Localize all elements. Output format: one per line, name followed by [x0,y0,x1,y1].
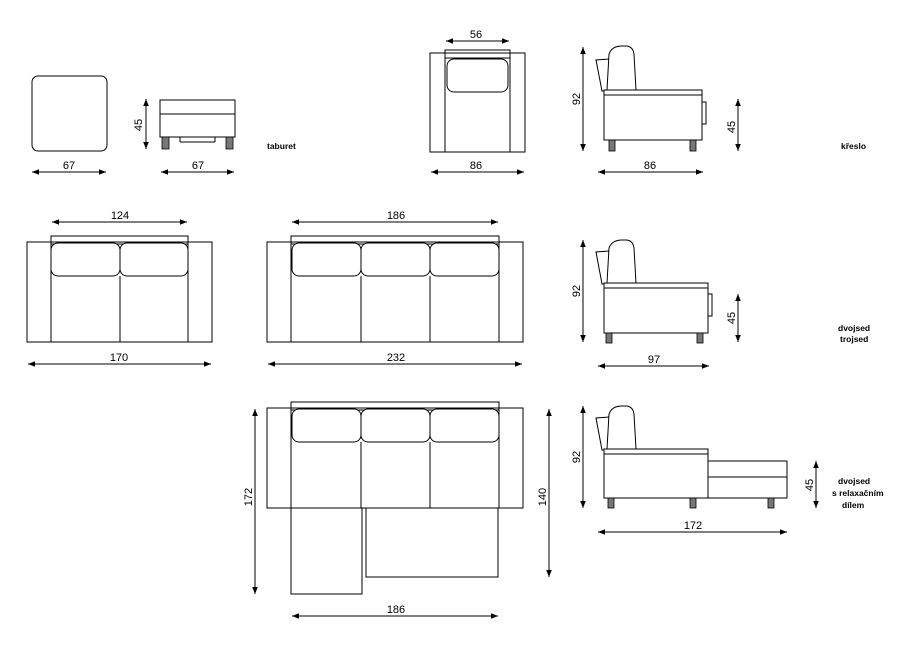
dim-kreslo-depth: 86 [644,160,656,172]
dim-trojsed-width: 232 [387,352,405,364]
dvojsed-front-view: 124 170 [26,210,213,367]
dim-taburet-height: 45 [133,119,145,131]
dim-taburet-top-width: 67 [63,160,75,172]
label-trojsed: trojsed [840,334,868,344]
dim-kreslo-height: 92 [571,93,583,105]
dim-kreslo-seat: 56 [470,29,482,41]
label-kreslo: křeslo [841,141,866,151]
dim-sofa-height: 92 [571,285,583,297]
sofa-side-view: 92 45 97 [571,239,741,369]
label-relax-line2: s relaxačním [832,488,884,498]
relax-side-view: 92 45 172 [571,405,819,535]
dim-dvojsed-seat: 124 [111,210,129,222]
dim-kreslo-width: 86 [470,160,482,172]
trojsed-front-view: 186 232 [266,210,524,367]
dim-relax-height: 92 [571,451,583,463]
dim-relax-seat-height: 45 [804,479,816,491]
kreslo-side-view: 92 45 86 [571,45,741,175]
label-dvojsed: dvojsed [838,323,870,333]
dim-relax-length: 172 [684,520,702,532]
dim-taburet-side-width: 67 [192,160,204,172]
dim-corner-inner: 140 [537,488,549,506]
corner-sofa-top-view: 172 140 186 [243,401,552,619]
label-taburet: taburet [267,141,296,151]
dim-kreslo-seat-height: 45 [726,121,738,133]
dim-corner-seat: 186 [387,604,405,616]
taburet-side-view: 45 67 [133,99,236,175]
taburet-top-view: 67 [31,75,108,175]
kreslo-front-view: 56 86 [429,29,526,175]
dim-sofa-seat-height: 45 [726,312,738,324]
dim-sofa-depth: 97 [648,354,660,366]
dim-dvojsed-width: 170 [110,352,128,364]
dim-trojsed-seat: 186 [387,210,405,222]
dim-corner-depth: 172 [243,488,255,506]
label-relax-line1: dvojsed [838,476,870,486]
label-relax-line3: dílem [842,500,865,510]
